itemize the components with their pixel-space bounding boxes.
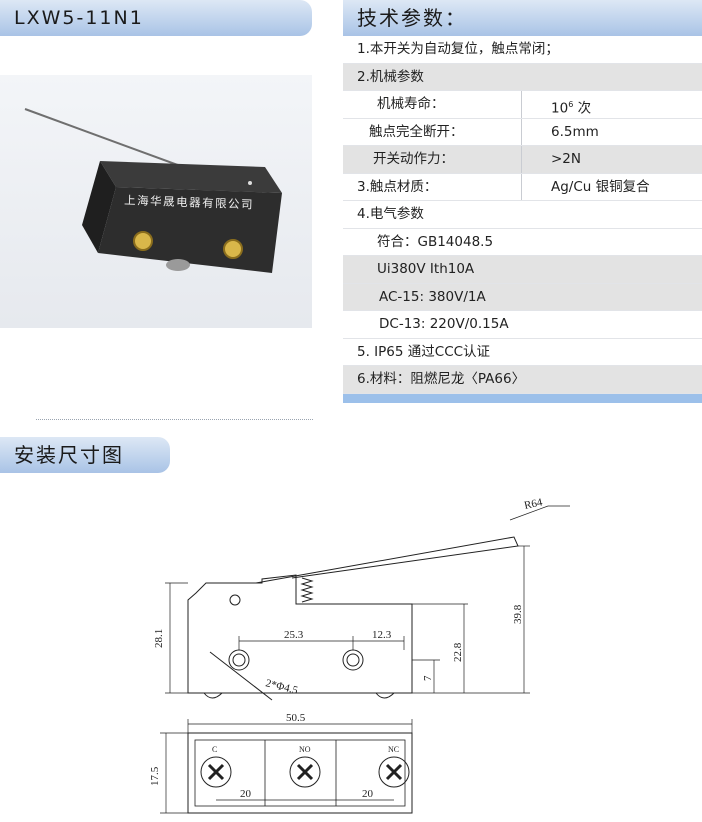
spec-value-main: Ag/Cu 银铜复合 (551, 178, 650, 195)
spec-label: DC-13: 220V/0.15A (379, 316, 509, 332)
spec-row: Ui380V Ith10A (343, 256, 702, 284)
spec-row: DC-13: 220V/0.15A (343, 311, 702, 339)
spec-label: 3.触点材质： (357, 178, 438, 195)
terminal-screw-nc (378, 756, 410, 788)
bottom-view (160, 719, 413, 814)
spec-row: 5. IP65 通过CCC认证 (343, 339, 702, 366)
pivot-dot (248, 181, 252, 185)
hole-right-inner (346, 653, 360, 667)
lever (255, 536, 519, 584)
dim-hole: 2*Φ4.5 (264, 677, 299, 697)
divider (36, 419, 313, 420)
limit-switch-illustration: 上海华晟电器有限公司 (24, 108, 282, 273)
hole-right-outer (342, 649, 364, 671)
spec-divider (521, 118, 522, 145)
spec-row: 触点完全断开： 6.5mm (343, 118, 702, 147)
spec-row: 2.机械参数 (343, 63, 702, 91)
dimension-drawing: R64 28.1 25.3 12.3 2*Φ4.5 22.8 7 39.8 50… (120, 490, 680, 822)
dim-7: 7 (422, 675, 434, 681)
spec-label: AC-15: 380V/1A (379, 288, 486, 305)
model-title: LXW5-11N1 (0, 0, 312, 36)
spec-label: 符合：GB14048.5 (377, 233, 494, 250)
body-outline (187, 574, 413, 694)
side-view (165, 505, 570, 701)
terminal-screw-no (289, 756, 321, 788)
spec-value: 106 次 (551, 91, 591, 123)
dim-50: 50.5 (286, 712, 306, 724)
spec-value: Ag/Cu 银铜复合 (551, 174, 650, 202)
spec-label: 机械寿命： (377, 96, 445, 112)
terminal-label-c: C (212, 745, 217, 754)
terminal-label-no: NO (299, 745, 311, 754)
spec-value: >2N (551, 146, 581, 174)
spec-row: 开关动作力： >2N (343, 146, 702, 174)
feet (203, 692, 395, 699)
spec-label: 4.电气参数 (357, 206, 424, 222)
spec-label: 2.机械参数 (357, 68, 424, 85)
product-photo: 上海华晟电器有限公司 (0, 75, 312, 328)
hole-leader (209, 651, 273, 701)
bottom-outline (187, 732, 413, 814)
spec-row: 机械寿命： 106 次 (343, 91, 702, 119)
spec-label: Ui380V Ith10A (377, 261, 475, 277)
spec-divider (521, 91, 522, 118)
specs-table: 1.本开关为自动复位，触点常闭； 2.机械参数机械寿命： 106 次触点完全断开： 6… (343, 36, 702, 403)
dim-28: 28.1 (153, 629, 165, 648)
spec-row: 6.材料：阻燃尼龙〈PA66〉 (343, 366, 702, 394)
mount-hole-right (223, 239, 243, 259)
dim-r64: R64 (523, 496, 544, 512)
dim-line-r64 (509, 505, 549, 521)
spec-label: 6.材料：阻燃尼龙〈PA66〉 (357, 371, 526, 387)
spec-value-main: 10 (551, 100, 569, 117)
dimensions-title: 安装尺寸图 (0, 437, 170, 473)
dim-12: 12.3 (372, 629, 392, 641)
spec-row: 3.触点材质： Ag/Cu 银铜复合 (343, 173, 702, 202)
mount-hole-left (133, 231, 153, 251)
spec-label: 触点完全断开： (369, 123, 464, 140)
hole-left-outer (228, 649, 250, 671)
dim-39: 39.8 (512, 604, 524, 624)
terminal-label-nc: NC (388, 745, 399, 754)
terminal-screw-c (200, 756, 232, 788)
spec-row: 符合：GB14048.5 (343, 229, 702, 256)
spec-divider (521, 173, 522, 200)
spec-label: 开关动作力： (373, 151, 454, 167)
dim-17: 17.5 (149, 766, 161, 786)
spec-row: AC-15: 380V/1A (343, 283, 702, 311)
spec-row: 4.电气参数 (343, 201, 702, 229)
spec-label: 5. IP65 通过CCC认证 (357, 343, 491, 360)
spec-row: 1.本开关为自动复位，触点常闭； (343, 36, 702, 64)
switch-side-face (82, 161, 116, 253)
pivot-circle (229, 594, 241, 606)
dim-20-right: 20 (362, 788, 374, 800)
spec-value-exponent: 6 (568, 100, 574, 109)
spec-label: 1.本开关为自动复位，触点常闭； (357, 41, 559, 57)
switch-top-face (100, 161, 282, 193)
specs-footer-bar (343, 393, 702, 403)
dim-22: 22.8 (452, 642, 464, 662)
roller (166, 259, 190, 271)
spec-value-unit: 次 (573, 100, 592, 117)
specs-title: 技术参数： (343, 0, 702, 36)
dim-20-left: 20 (240, 788, 252, 800)
spec-value-main: >2N (551, 151, 581, 167)
spec-value-main: 6.5mm (551, 123, 599, 140)
hole-left-inner (232, 653, 246, 667)
spec-divider (521, 146, 522, 173)
spring-drawing (300, 577, 314, 603)
body-lettering: 上海华晟电器有限公司 (124, 193, 254, 212)
spec-value: 6.5mm (551, 119, 599, 147)
dim-25: 25.3 (284, 629, 304, 641)
